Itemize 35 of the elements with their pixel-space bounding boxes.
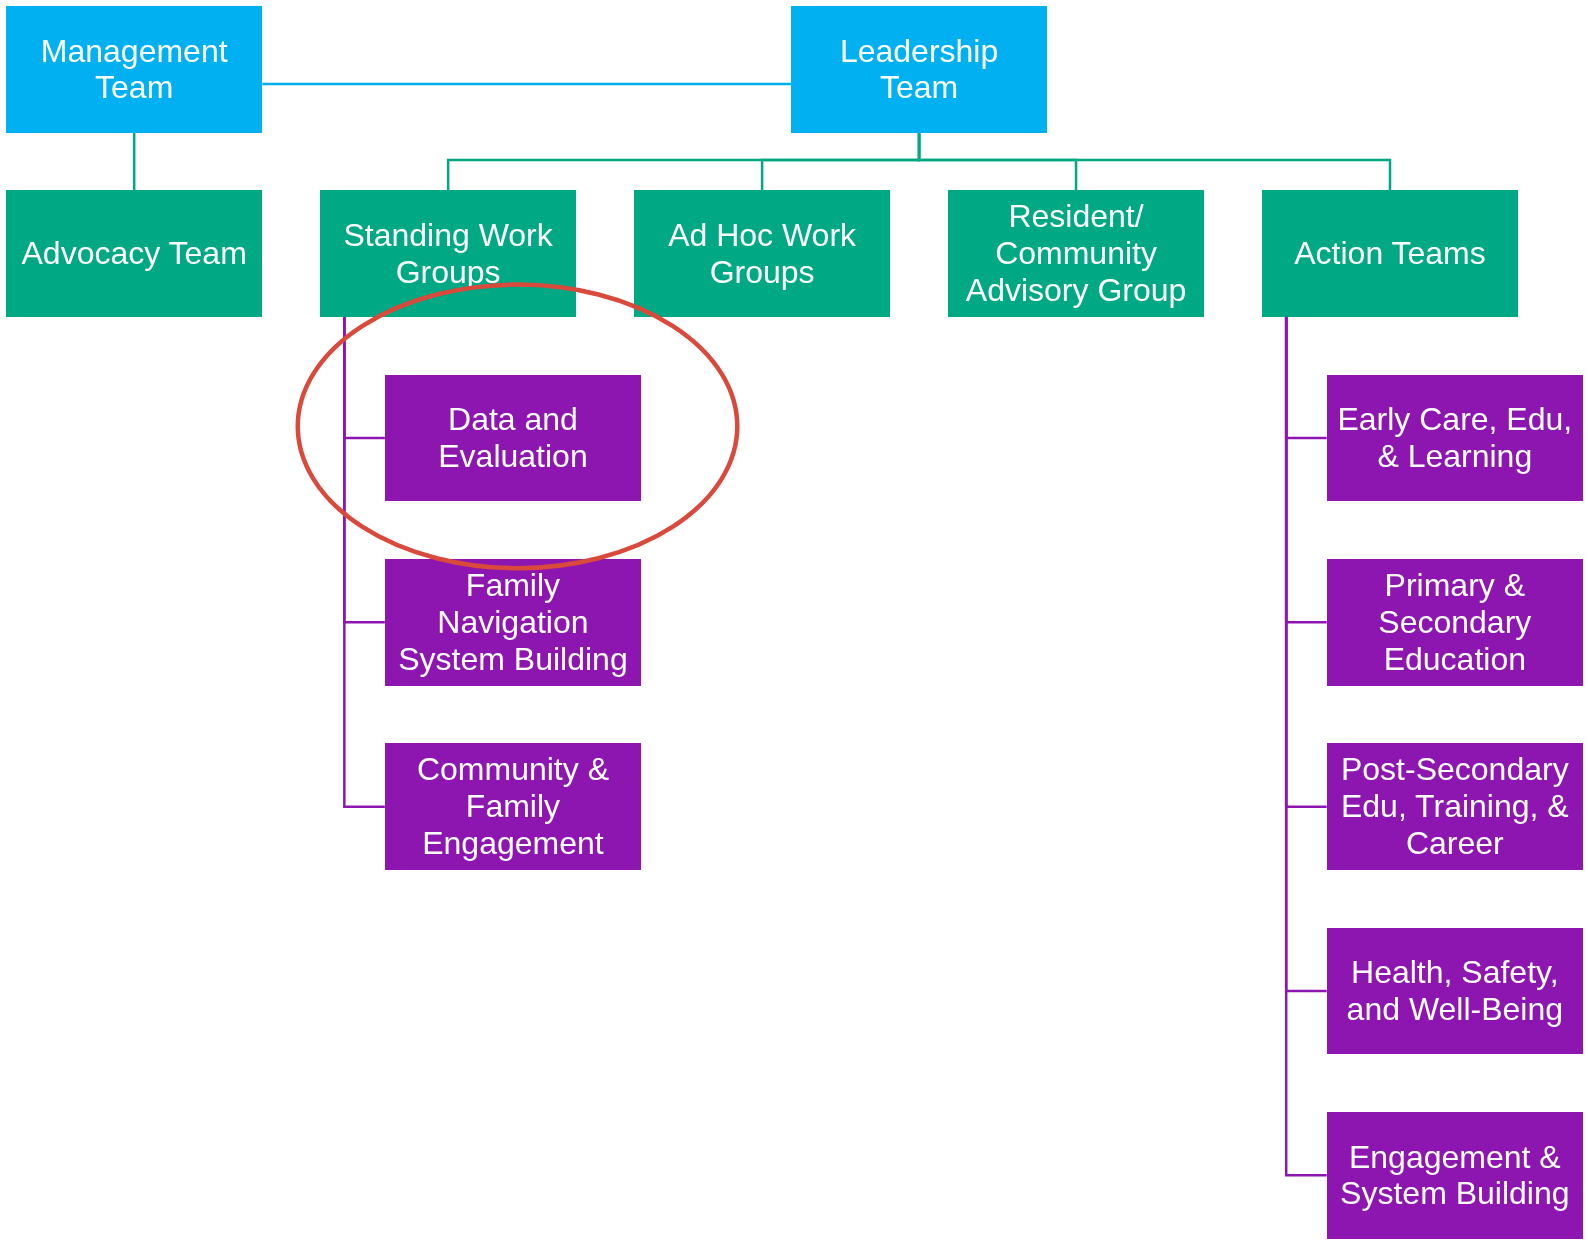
team-name: Data and Evaluation xyxy=(437,401,589,475)
team-box xyxy=(1326,927,1583,1055)
team-box xyxy=(6,190,263,317)
team-name: Advocacy Team xyxy=(21,235,247,273)
team-name: Primary & Secondary Education xyxy=(1377,567,1533,678)
team-box xyxy=(1326,374,1583,502)
team-box xyxy=(384,743,642,870)
connector-line xyxy=(1284,317,1327,1177)
connector-line xyxy=(343,317,385,808)
team-name: Community & Family Engagement xyxy=(415,751,610,862)
connector-line xyxy=(132,132,136,191)
team-box xyxy=(1261,190,1519,317)
team-box xyxy=(634,190,891,317)
team-name: Management Team xyxy=(39,32,229,107)
team-name: Engagement & System Building xyxy=(1339,1138,1571,1213)
team-box xyxy=(6,6,263,133)
team-box xyxy=(947,190,1205,317)
team-name: Early Care, Edu, & Learning xyxy=(1336,401,1574,475)
team-box xyxy=(384,374,642,502)
team-box xyxy=(1326,1112,1583,1239)
team-box xyxy=(384,559,642,686)
connector-line xyxy=(262,82,791,86)
team-box xyxy=(1326,559,1583,686)
team-name: Standing Work Groups xyxy=(342,216,554,291)
team-name: Action Teams xyxy=(1294,235,1486,273)
team-box xyxy=(790,6,1048,133)
connector-line xyxy=(917,132,1392,191)
team-name: Post-Secondary Edu, Training, & Career xyxy=(1339,751,1570,862)
team-name: Family Navigation System Building xyxy=(397,567,629,678)
team-name: Ad Hoc Work Groups xyxy=(667,216,858,291)
team-box xyxy=(320,190,577,317)
team-name: Resident/ Community Advisory Group xyxy=(964,198,1188,309)
team-name: Health, Safety, and Well-Being xyxy=(1345,954,1564,1028)
team-box xyxy=(1326,743,1583,870)
team-name: Leadership Team xyxy=(838,32,1000,107)
